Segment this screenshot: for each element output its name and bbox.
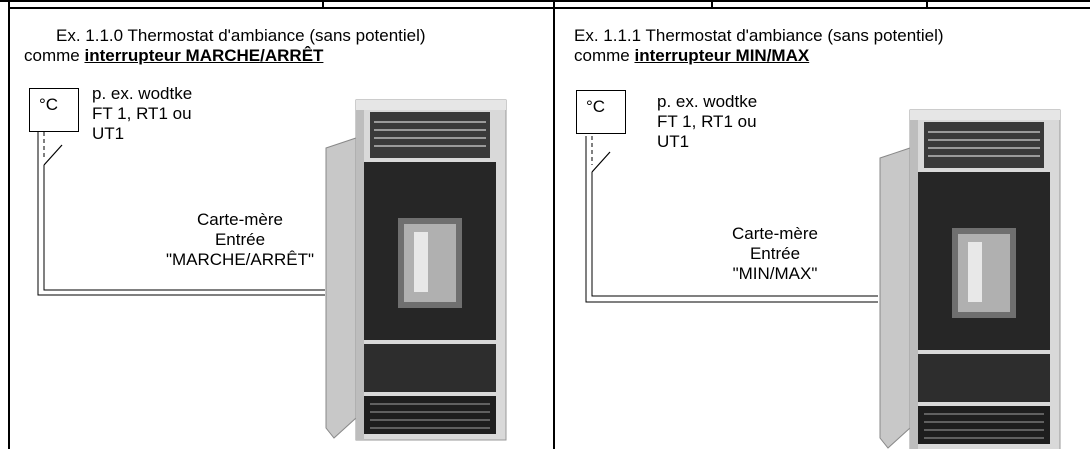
- top-rule: [0, 0, 1090, 2]
- right-model-line: p. ex. wodtke: [657, 92, 758, 111]
- left-board-line: Carte-mère: [197, 210, 283, 229]
- left-board-line: Entrée: [214, 230, 266, 249]
- header-rule-right: [553, 7, 1090, 9]
- right-model-line: UT1: [657, 132, 690, 151]
- left-board-label: Carte-mère Entrée "MARCHE/ARRÊT": [150, 210, 330, 270]
- left-title-line2: comme interrupteur MARCHE/ARRÊT: [24, 46, 323, 66]
- right-board-line: "MIN/MAX": [732, 264, 818, 283]
- right-thermostat-models: p. ex. wodtke FT 1, RT1 ou UT1: [657, 92, 757, 152]
- top-tick-1: [322, 0, 324, 8]
- right-thermostat-unit: °C: [586, 97, 606, 116]
- left-model-line: FT 1, RT1 ou: [92, 104, 192, 123]
- left-model-line: UT1: [92, 124, 125, 143]
- right-title-line2: comme interrupteur MIN/MAX: [574, 46, 809, 66]
- left-title-line1: Ex. 1.1.0 Thermostat d'ambiance (sans po…: [56, 26, 426, 45]
- right-model-line: FT 1, RT1 ou: [657, 112, 757, 131]
- right-title-emphasis: interrupteur MIN/MAX: [634, 46, 810, 65]
- left-border: [8, 0, 10, 449]
- left-title-emphasis: interrupteur MARCHE/ARRÊT: [84, 46, 324, 65]
- left-title-prefix: comme: [24, 46, 85, 65]
- top-tick-3: [926, 0, 928, 8]
- right-stove-image: [879, 109, 1061, 449]
- right-board-line: Entrée: [749, 244, 801, 263]
- left-thermostat-unit: °C: [39, 95, 59, 114]
- left-thermostat-models: p. ex. wodtke FT 1, RT1 ou UT1: [92, 84, 192, 144]
- top-tick-2: [711, 0, 713, 8]
- right-board-line: Carte-mère: [732, 224, 818, 243]
- left-thermostat-box: °C: [29, 88, 79, 132]
- right-title-prefix: comme: [574, 46, 635, 65]
- right-board-label: Carte-mère Entrée "MIN/MAX": [695, 224, 855, 284]
- right-title-line1: Ex. 1.1.1 Thermostat d'ambiance (sans po…: [574, 26, 944, 45]
- left-stove-image: [325, 99, 507, 441]
- left-model-line: p. ex. wodtke: [92, 84, 193, 103]
- center-divider: [553, 0, 555, 449]
- right-thermostat-box: °C: [576, 90, 626, 134]
- header-rule-left: [8, 7, 553, 9]
- left-board-line: "MARCHE/ARRÊT": [165, 250, 315, 269]
